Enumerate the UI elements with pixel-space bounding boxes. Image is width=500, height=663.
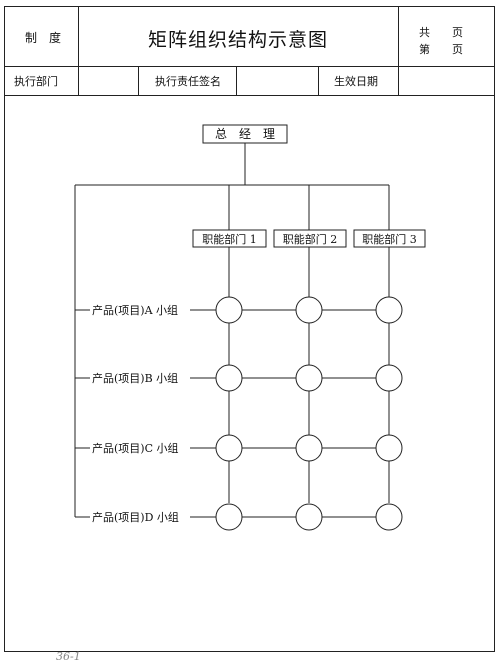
- sub-sep-3: [236, 66, 237, 95]
- dept-label-2: 职能部门 2: [283, 232, 338, 246]
- dept-label: 执行部门: [14, 75, 58, 88]
- dept-label-3: 职能部门 3: [362, 232, 417, 246]
- node-a-2: [295, 296, 323, 324]
- page-total-label: 共 页: [419, 26, 463, 39]
- dept-label-1: 职能部门 1: [202, 232, 257, 246]
- subheader-divider: [4, 95, 495, 96]
- node-b-3: [375, 364, 403, 392]
- node-b-1: [215, 364, 243, 392]
- header-sep-2: [398, 6, 399, 66]
- frame-right: [494, 6, 495, 652]
- node-b-2: [295, 364, 323, 392]
- dept-box-2: [273, 229, 347, 248]
- node-d-2: [295, 503, 323, 531]
- node-c-1: [215, 434, 243, 462]
- frame-bottom: [4, 651, 495, 652]
- node-a-1: [215, 296, 243, 324]
- header-divider: [4, 66, 495, 67]
- sub-sep-4: [318, 66, 319, 95]
- node-c-2: [295, 434, 323, 462]
- footer-page-number: 36-1: [56, 650, 81, 663]
- node-d-3: [375, 503, 403, 531]
- node-c-3: [375, 434, 403, 462]
- gm-label: 总 经 理: [215, 127, 275, 141]
- group-label-c: 产品(项目)C 小组: [92, 441, 179, 455]
- signature-label: 执行责任签名: [155, 75, 221, 88]
- node-a-3: [375, 296, 403, 324]
- sub-sep-1: [78, 66, 79, 95]
- group-label-d: 产品(项目)D 小组: [92, 510, 179, 524]
- effective-date-label: 生效日期: [334, 75, 378, 88]
- sub-sep-2: [138, 66, 139, 95]
- group-label-b: 产品(项目)B 小组: [92, 371, 178, 385]
- frame-left: [4, 6, 5, 652]
- node-d-1: [215, 503, 243, 531]
- sub-sep-5: [398, 66, 399, 95]
- page-current-label: 第 页: [419, 43, 463, 56]
- group-label-a: 产品(项目)A 小组: [92, 303, 178, 317]
- page-title: 矩阵组织结构示意图: [148, 29, 329, 51]
- header-sep-1: [78, 6, 79, 66]
- frame-top: [4, 6, 495, 7]
- system-label: 制 度: [25, 31, 62, 45]
